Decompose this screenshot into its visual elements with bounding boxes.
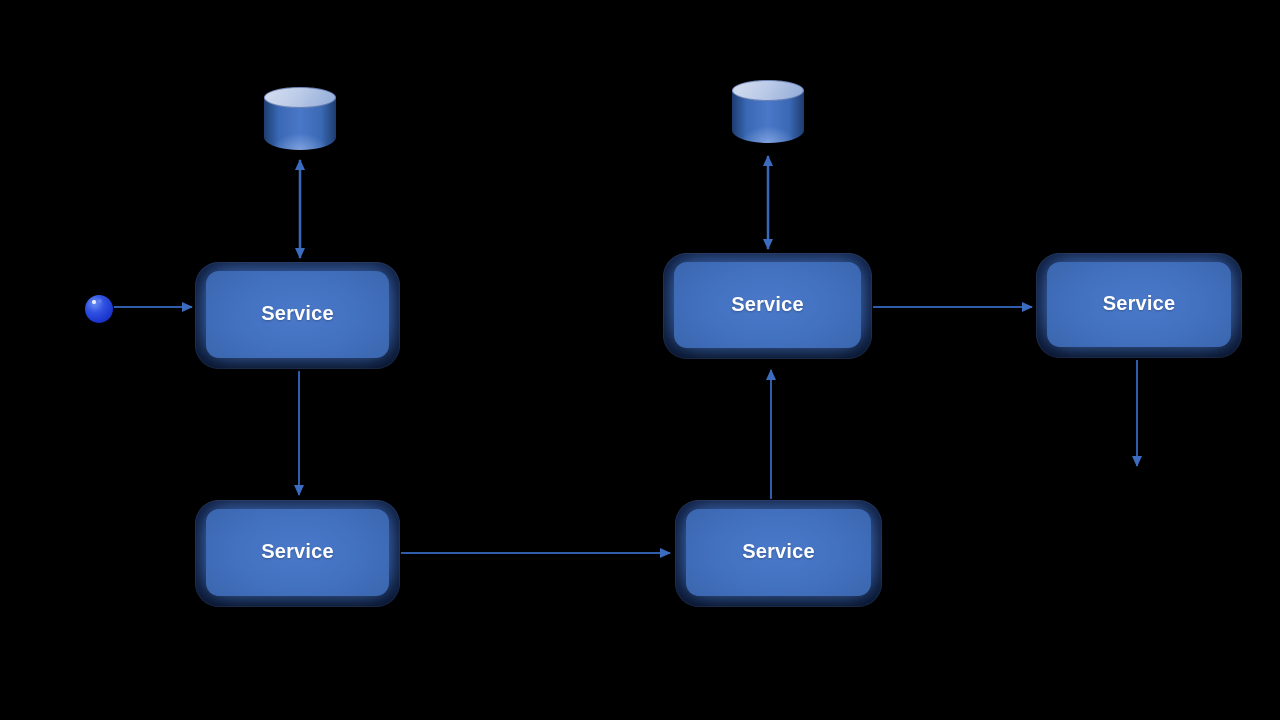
service-node-bottom-left[interactable]: Service [195,500,400,607]
service-node-face: Service [674,262,861,348]
service-label: Service [1102,293,1176,315]
cylinder-top [264,87,336,108]
database-cylinder-icon[interactable] [264,87,336,150]
service-node-face: Service [206,271,389,358]
service-node-right[interactable]: Service [1036,253,1242,358]
service-label: Service [261,303,334,325]
service-label: Service [742,541,815,563]
service-node-face: Service [686,509,871,596]
service-node-top-middle[interactable]: Service [663,253,872,359]
service-node-face: Service [1047,262,1231,347]
service-node-top-left[interactable]: Service [195,262,400,369]
service-node-bottom-middle[interactable]: Service [675,500,882,607]
service-node-face: Service [206,509,389,596]
service-label: Service [731,293,804,316]
cylinder-top [732,80,804,101]
service-label: Service [261,541,334,563]
database-cylinder-icon[interactable] [732,80,804,143]
start-sphere-icon[interactable] [85,295,113,323]
